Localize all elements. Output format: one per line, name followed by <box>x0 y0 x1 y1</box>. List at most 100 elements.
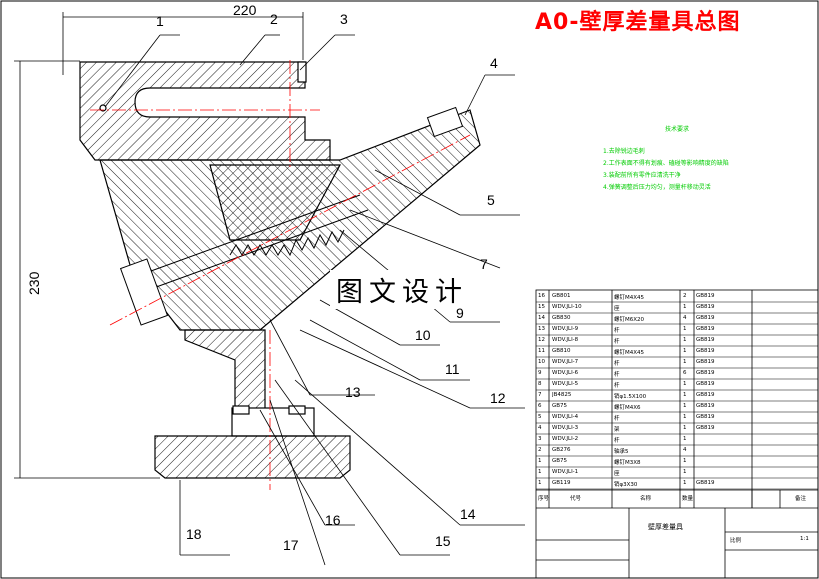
scale-label: 比例 <box>730 538 742 544</box>
dim-width: 220 <box>233 2 257 18</box>
bom-cell: GB819 <box>696 348 715 354</box>
bom-cell: GB819 <box>696 337 715 343</box>
bom-cell: 杆 <box>614 361 620 367</box>
bom-cell: 杆 <box>614 416 620 422</box>
bom-cell: 螺钉M4X6 <box>614 405 641 411</box>
callout-18: 18 <box>186 526 202 542</box>
bom-cell: GB119 <box>552 480 571 486</box>
callout-13: 13 <box>345 384 361 400</box>
bom-cell: GB819 <box>696 326 715 332</box>
callout-4: 4 <box>490 55 498 71</box>
callout-15: 15 <box>435 533 451 549</box>
bom-cell: 座 <box>614 471 620 477</box>
bom-cell: 6 <box>683 370 687 376</box>
requirement-line-1: 1.去除锐边毛刺 <box>603 148 645 155</box>
bom-cell: 销φ1.5X100 <box>614 394 647 400</box>
dim-height: 230 <box>26 271 42 295</box>
bom-cell: GB276 <box>552 447 571 453</box>
drawing-title: A0-壁厚差量具总图 <box>535 10 741 35</box>
bom-cell: 螺钉M4X45 <box>614 295 645 301</box>
bom-cell: 1 <box>683 436 687 442</box>
bom-cell: 销φ3X30 <box>614 482 638 488</box>
callout-17: 17 <box>283 537 299 553</box>
bom-cell: 12 <box>538 337 545 343</box>
callout-14: 14 <box>460 506 476 522</box>
bom-cell: WDV.JLI-3 <box>552 425 579 431</box>
center-lines <box>90 60 471 490</box>
bom-cell: 6 <box>538 403 542 409</box>
bom-cell: GB75 <box>552 403 568 409</box>
callout-10: 10 <box>415 327 431 343</box>
bom-cell: 1 <box>538 458 542 464</box>
bom-cell: 1 <box>683 458 687 464</box>
bom-cell: 1 <box>683 326 687 332</box>
bom-cell: 1 <box>683 403 687 409</box>
bom-cell: GB819 <box>696 370 715 376</box>
bom-cell: GB819 <box>696 359 715 365</box>
bom-cell: 5 <box>538 414 542 420</box>
bom-cell: 1 <box>683 304 687 310</box>
requirement-line-2: 2.工作表面不得有划痕、磕碰等影响精度的缺陷 <box>603 160 729 167</box>
bom-cell: GB819 <box>696 381 715 387</box>
bom-cell: JB4825 <box>552 392 572 398</box>
callout-7: 7 <box>480 256 488 272</box>
bom-cell: WDV.JLI-5 <box>552 381 579 387</box>
bom-cell: GB819 <box>696 425 715 431</box>
bom-cell: GB819 <box>696 480 715 486</box>
bom-cell: 杆 <box>614 328 620 334</box>
bom-cell: 杆 <box>614 372 620 378</box>
bom-cell: GB75 <box>552 458 568 464</box>
bom-cell: 1 <box>538 469 542 475</box>
watermark: 图文设计 <box>330 270 474 309</box>
bom-cell: 2 <box>683 293 687 299</box>
bom-cell: GB830 <box>552 315 571 321</box>
callout-9: 9 <box>456 305 464 321</box>
callout-1: 1 <box>156 13 164 29</box>
bom-cell: WDV.JLI-7 <box>552 359 579 365</box>
bom-cell: GB801 <box>552 293 571 299</box>
bom-cell: WDV.JLI-10 <box>552 304 582 310</box>
bom-cell: 1 <box>683 469 687 475</box>
bom-cell: 杆 <box>614 339 620 345</box>
callout-3: 3 <box>340 11 348 27</box>
bom-cell: 11 <box>538 348 545 354</box>
bom-cell: 1 <box>683 425 687 431</box>
bom-cell: WDV.JLI-2 <box>552 436 579 442</box>
bom-cell: GB819 <box>696 315 715 321</box>
bom-cell: 3 <box>538 436 542 442</box>
bom-header-name: 名称 <box>640 496 652 502</box>
bom-cell: 4 <box>683 447 687 453</box>
requirement-line-3: 3.装配前所有零件应清洗干净 <box>603 172 681 179</box>
bom-cell: 1 <box>683 392 687 398</box>
callout-12: 12 <box>490 390 506 406</box>
bom-cell: GB819 <box>696 304 715 310</box>
bom-cell: WDV.JLI-9 <box>552 326 579 332</box>
callout-5: 5 <box>487 192 495 208</box>
bom-cell: 螺钉M6X20 <box>614 317 645 323</box>
dimension-lines <box>14 12 304 479</box>
bom-cell: 1 <box>683 348 687 354</box>
requirements-heading: 技术要求 <box>665 126 690 133</box>
callout-16: 16 <box>325 512 341 528</box>
bom-cell: 16 <box>538 293 545 299</box>
bom-cell: 15 <box>538 304 545 310</box>
bom-cell: 架 <box>614 427 620 433</box>
bom-cell: 1 <box>683 359 687 365</box>
bom-cell: GB819 <box>696 414 715 420</box>
bom-cell: 1 <box>683 381 687 387</box>
bom-cell: 13 <box>538 326 545 332</box>
callout-2: 2 <box>270 11 278 27</box>
bom-cell: 螺钉M4X45 <box>614 350 645 356</box>
bom-cell: 杆 <box>614 438 620 444</box>
bom-cell: WDV.JLI-1 <box>552 469 579 475</box>
base <box>154 329 351 479</box>
bom-header-code: 代号 <box>570 496 582 502</box>
bom-cell: 1 <box>538 480 542 486</box>
bom-cell: GB819 <box>696 392 715 398</box>
bom-cell: 1 <box>683 414 687 420</box>
upper-body <box>79 61 331 161</box>
bom-cell: 座 <box>614 306 620 312</box>
bom-cell: 1 <box>683 337 687 343</box>
bom-cell: 2 <box>538 447 542 453</box>
